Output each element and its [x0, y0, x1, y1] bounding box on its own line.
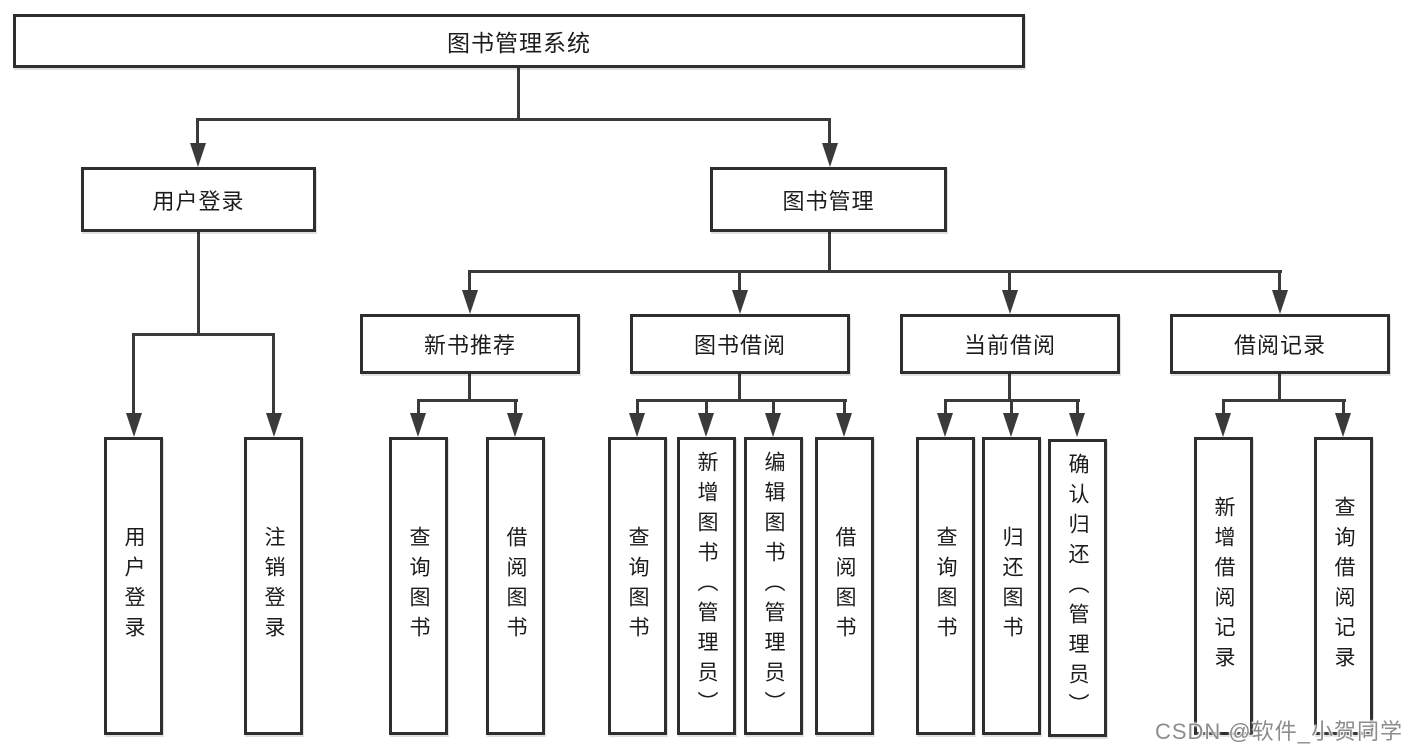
connector-vline: [1008, 270, 1011, 291]
connector-vline: [196, 118, 199, 148]
node-label: 查询图书: [934, 526, 957, 646]
leaf-borrow-books-recommend: 借阅图书: [486, 437, 545, 735]
node-book-borrowing: 图书借阅: [630, 314, 850, 374]
node-label: 确认归还（管理员）: [1066, 453, 1089, 723]
connector-hline: [417, 399, 518, 402]
watermark: CSDN @软件_小贺同学: [1154, 719, 1403, 744]
arrow-down-icon: [126, 413, 142, 437]
arrow-down-icon: [629, 413, 645, 437]
connector-vline: [197, 232, 200, 336]
arrow-down-icon: [410, 413, 426, 437]
node-label: 归还图书: [1000, 526, 1023, 646]
node-label: 用户登录: [122, 526, 145, 646]
connector-vline: [517, 68, 520, 121]
connector-vline: [132, 333, 135, 413]
node-book-management-system: 图书管理系统: [13, 14, 1025, 68]
connector-vline: [1278, 374, 1281, 402]
arrow-down-icon: [836, 413, 852, 437]
arrow-down-icon: [1272, 290, 1288, 314]
connector-vline: [468, 374, 471, 402]
node-label: 查询借阅记录: [1332, 496, 1355, 676]
leaf-borrow-books: 借阅图书: [815, 437, 874, 735]
arrow-down-icon: [1215, 413, 1231, 437]
leaf-edit-book-admin: 编辑图书（管理员）: [744, 437, 803, 735]
leaf-query-books-current: 查询图书: [916, 437, 975, 735]
connector-vline: [1278, 270, 1281, 291]
node-new-book-recommendation: 新书推荐: [360, 314, 580, 374]
arrow-down-icon: [190, 143, 206, 167]
connector-vline: [1010, 399, 1013, 414]
connector-vline: [738, 374, 741, 402]
node-borrowing-records: 借阅记录: [1170, 314, 1390, 374]
leaf-add-book-admin: 新增图书（管理员）: [677, 437, 736, 735]
leaf-return-books: 归还图书: [982, 437, 1041, 735]
connector-vline: [417, 399, 420, 414]
connector-vline: [1076, 399, 1079, 414]
connector-hline: [196, 118, 831, 121]
node-label: 借阅图书: [504, 526, 527, 646]
connector-vline: [828, 232, 831, 273]
node-label: 注销登录: [262, 526, 285, 646]
leaf-query-books-recommend: 查询图书: [389, 437, 448, 735]
arrow-down-icon: [1335, 413, 1351, 437]
node-label: 新增借阅记录: [1212, 496, 1235, 676]
connector-vline: [828, 118, 831, 148]
connector-hline: [468, 270, 1282, 273]
leaf-logout: 注销登录: [244, 437, 303, 735]
connector-vline: [636, 399, 639, 414]
connector-vline: [738, 270, 741, 291]
leaf-confirm-return-admin: 确认归还（管理员）: [1048, 439, 1107, 737]
arrow-down-icon: [1002, 290, 1018, 314]
arrow-down-icon: [1003, 413, 1019, 437]
connector-vline: [1222, 399, 1225, 414]
connector-vline: [1342, 399, 1345, 414]
connector-hline: [1222, 399, 1346, 402]
leaf-add-borrow-record: 新增借阅记录: [1194, 437, 1253, 735]
connector-vline: [944, 399, 947, 414]
connector-vline: [1008, 374, 1011, 402]
connector-vline: [772, 399, 775, 414]
arrow-down-icon: [765, 413, 781, 437]
node-label: 借阅图书: [833, 526, 856, 646]
node-label: 查询图书: [407, 526, 430, 646]
node-current-borrowing: 当前借阅: [900, 314, 1120, 374]
arrow-down-icon: [1069, 413, 1085, 437]
arrow-down-icon: [732, 290, 748, 314]
leaf-user-login: 用户登录: [104, 437, 163, 735]
connector-vline: [843, 399, 846, 414]
arrow-down-icon: [266, 413, 282, 437]
connector-vline: [514, 399, 517, 414]
connector-vline: [468, 270, 471, 291]
node-book-management: 图书管理: [710, 167, 947, 232]
arrow-down-icon: [507, 413, 523, 437]
connector-hline: [132, 333, 275, 336]
node-user-login: 用户登录: [81, 167, 316, 232]
node-label: 查询图书: [626, 526, 649, 646]
arrow-down-icon: [822, 143, 838, 167]
arrow-down-icon: [698, 413, 714, 437]
arrow-down-icon: [462, 290, 478, 314]
connector-vline: [272, 333, 275, 413]
connector-hline: [636, 399, 847, 402]
node-label: 新增图书（管理员）: [695, 451, 718, 721]
leaf-query-borrow-record: 查询借阅记录: [1314, 437, 1373, 735]
arrow-down-icon: [937, 413, 953, 437]
leaf-query-books-borrow: 查询图书: [608, 437, 667, 735]
connector-vline: [705, 399, 708, 414]
node-label: 编辑图书（管理员）: [762, 451, 785, 721]
